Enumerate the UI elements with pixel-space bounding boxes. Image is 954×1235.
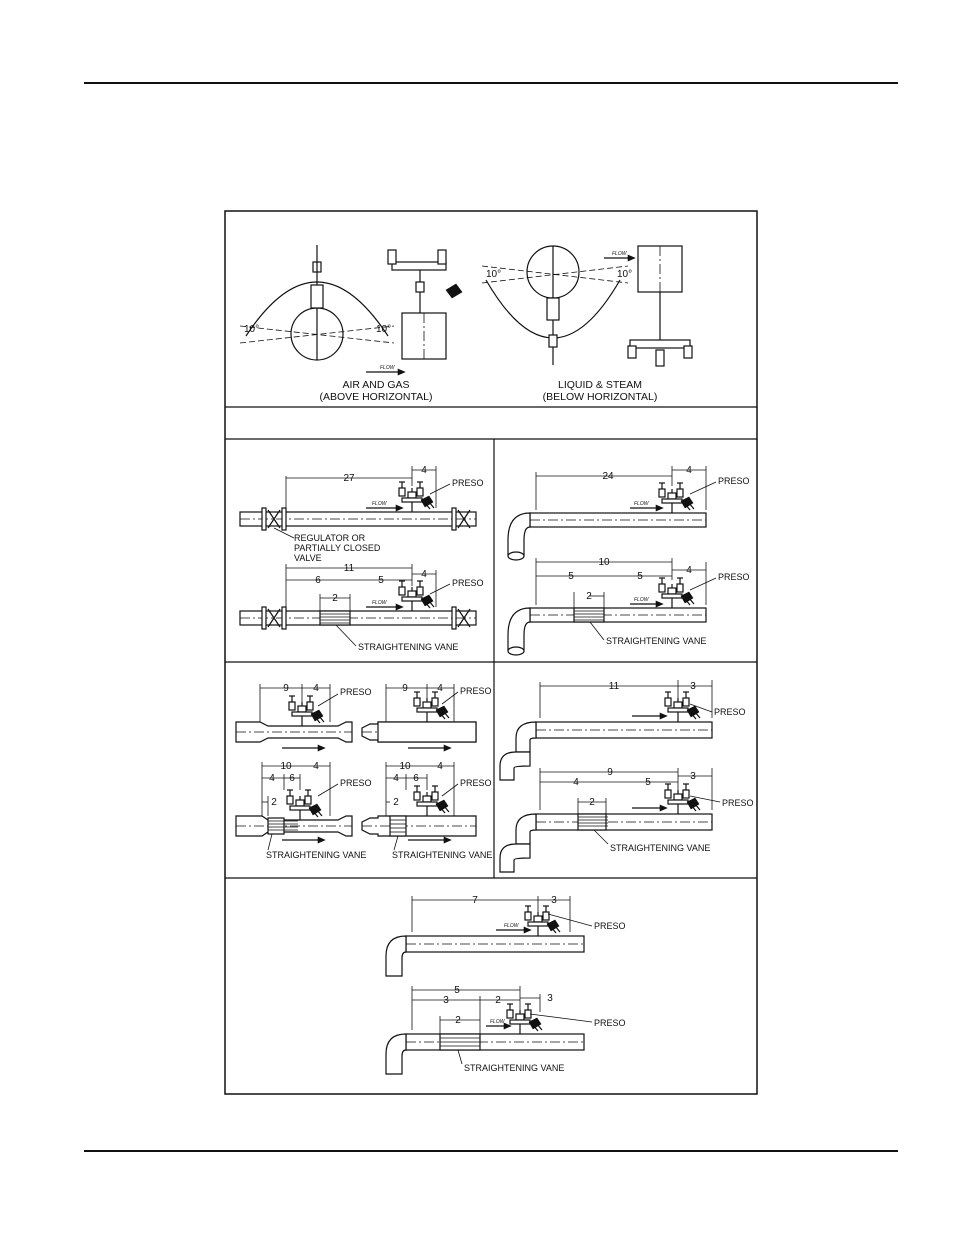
p4-dim-bot-short: 3 bbox=[690, 771, 696, 782]
p5-dim-bot-short: 3 bbox=[547, 993, 553, 1004]
p3-tl-preso: PRESO bbox=[340, 687, 372, 697]
p4-preso-bottom: PRESO bbox=[722, 798, 754, 808]
p1-dim-bot-short: 4 bbox=[421, 569, 427, 580]
p1-dim-top-short: 4 bbox=[421, 465, 427, 476]
p3-tr-dim-short: 4 bbox=[437, 683, 443, 694]
p1-dim-bot-vane: 2 bbox=[332, 593, 338, 604]
header-rule bbox=[84, 82, 898, 84]
p3-tl-dim-short: 4 bbox=[313, 683, 319, 694]
p3-bl-preso: PRESO bbox=[340, 778, 372, 788]
p3-br-dim-vane: 2 bbox=[393, 797, 399, 808]
liquid-steam-caption-1: LIQUID & STEAM bbox=[558, 379, 642, 391]
p3-br-preso: PRESO bbox=[460, 778, 492, 788]
p3-bl-vane-label: STRAIGHTENING VANE bbox=[266, 850, 366, 860]
p2-dim-bot-total: 10 bbox=[598, 557, 610, 568]
air-gas-angle-right: 10° bbox=[376, 324, 391, 335]
p1-dim-top-long: 27 bbox=[343, 473, 355, 484]
p5-dim-top-short: 3 bbox=[551, 895, 557, 906]
p4-dim-bot-total: 9 bbox=[607, 767, 613, 778]
p5-vane-label: STRAIGHTENING VANE bbox=[464, 1063, 564, 1073]
p3-bl-dim-total: 10 bbox=[280, 761, 292, 772]
p2-dim-bot-a: 5 bbox=[568, 571, 574, 582]
p2-preso-top: PRESO bbox=[718, 476, 750, 486]
p3-br-dim-b: 6 bbox=[413, 773, 419, 784]
p2-preso-bottom: PRESO bbox=[718, 572, 750, 582]
p1-dim-bot-b: 5 bbox=[378, 575, 384, 586]
p1-regulator-3: VALVE bbox=[294, 553, 322, 563]
p1-preso-top: PRESO bbox=[452, 478, 484, 488]
p2-dim-bot-b: 5 bbox=[637, 571, 643, 582]
p5-flow-bottom: FLOW bbox=[490, 1019, 506, 1025]
p1-dim-bot-a: 6 bbox=[315, 575, 321, 586]
p2-vane-label: STRAIGHTENING VANE bbox=[606, 636, 706, 646]
p4-vane-label: STRAIGHTENING VANE bbox=[610, 843, 710, 853]
panel-single-elbow: FLOW 7 3 PRESO FLOW 5 3 2 3 2 bbox=[385, 895, 626, 1075]
p1-preso-bottom: PRESO bbox=[452, 578, 484, 588]
p2-dim-bot-vane: 2 bbox=[586, 591, 592, 602]
air-gas-flow-label: FLOW bbox=[380, 365, 396, 371]
footer-rule bbox=[84, 1150, 898, 1152]
p3-tr-dim-long: 9 bbox=[402, 683, 408, 694]
panel-elbow: FLOW 24 4 PRESO FLOW 10 5 5 4 2 PR bbox=[507, 465, 750, 656]
air-gas-caption-1: AIR AND GAS bbox=[342, 379, 409, 391]
p2-dim-bot-short: 4 bbox=[686, 565, 692, 576]
p3-bl-dim-b: 6 bbox=[289, 773, 295, 784]
figure-frame bbox=[224, 210, 758, 1095]
liquid-steam-flow-label: FLOW bbox=[612, 251, 628, 257]
liquid-steam-angle-left: 10° bbox=[486, 269, 501, 280]
p3-br-dim-total: 10 bbox=[399, 761, 411, 772]
p1-flow-bottom: FLOW bbox=[372, 600, 388, 606]
p1-regulator-1: REGULATOR OR bbox=[294, 533, 366, 543]
p3-tl-dim-long: 9 bbox=[283, 683, 289, 694]
panel-regulator: FLOW 27 4 PRESO REGULATOR OR PARTIALLY C… bbox=[239, 465, 484, 652]
p4-dim-bot-a: 4 bbox=[573, 777, 579, 788]
orientation-panel: 10° 10° FLOW AIR AND GAS (ABOVE HORIZONT… bbox=[239, 245, 693, 403]
p3-br-dim-a: 4 bbox=[393, 773, 399, 784]
p4-dim-top-long: 11 bbox=[609, 681, 620, 692]
p1-dim-bot-total: 11 bbox=[344, 563, 355, 574]
p2-flow-top: FLOW bbox=[634, 501, 650, 507]
p5-preso-bottom: PRESO bbox=[594, 1018, 626, 1028]
p4-preso-top: PRESO bbox=[714, 707, 746, 717]
p5-dim-bot-a: 3 bbox=[443, 995, 449, 1006]
liquid-steam-angle-right: 10° bbox=[617, 269, 632, 280]
p4-dim-bot-vane: 2 bbox=[589, 797, 595, 808]
p2-dim-top-short: 4 bbox=[686, 465, 692, 476]
liquid-steam-caption-2: (BELOW HORIZONTAL) bbox=[543, 391, 658, 403]
p5-dim-top-long: 7 bbox=[472, 895, 478, 906]
p3-bl-dim-a: 4 bbox=[269, 773, 275, 784]
p2-flow-bottom: FLOW bbox=[634, 597, 650, 603]
p3-tr-preso: PRESO bbox=[460, 686, 492, 696]
p5-flow-top: FLOW bbox=[504, 923, 520, 929]
p1-regulator-2: PARTIALLY CLOSED bbox=[294, 543, 381, 553]
p2-dim-top-long: 24 bbox=[602, 471, 614, 482]
air-gas-angle-left: 10° bbox=[244, 324, 259, 335]
p3-br-dim-short: 4 bbox=[437, 761, 443, 772]
panel-reducers: 9 4 PRESO 9 4 PRESO bbox=[235, 683, 492, 860]
p4-dim-top-short: 3 bbox=[690, 681, 696, 692]
p1-vane-label: STRAIGHTENING VANE bbox=[358, 642, 458, 652]
p5-dim-bot-b: 2 bbox=[495, 995, 501, 1006]
p3-bl-dim-vane: 2 bbox=[271, 797, 277, 808]
p4-dim-bot-b: 5 bbox=[645, 777, 651, 788]
panel-double-elbow: 11 3 PRESO 9 4 5 3 2 PRESO STRAIGHTENING… bbox=[499, 680, 754, 873]
p3-br-vane-label: STRAIGHTENING VANE bbox=[392, 850, 492, 860]
p5-dim-bot-vane: 2 bbox=[455, 1015, 461, 1026]
p1-flow-top: FLOW bbox=[372, 501, 388, 507]
p3-bl-dim-short: 4 bbox=[313, 761, 319, 772]
p5-preso-top: PRESO bbox=[594, 921, 626, 931]
p5-dim-bot-total: 5 bbox=[454, 985, 460, 996]
air-gas-caption-2: (ABOVE HORIZONTAL) bbox=[320, 391, 433, 403]
